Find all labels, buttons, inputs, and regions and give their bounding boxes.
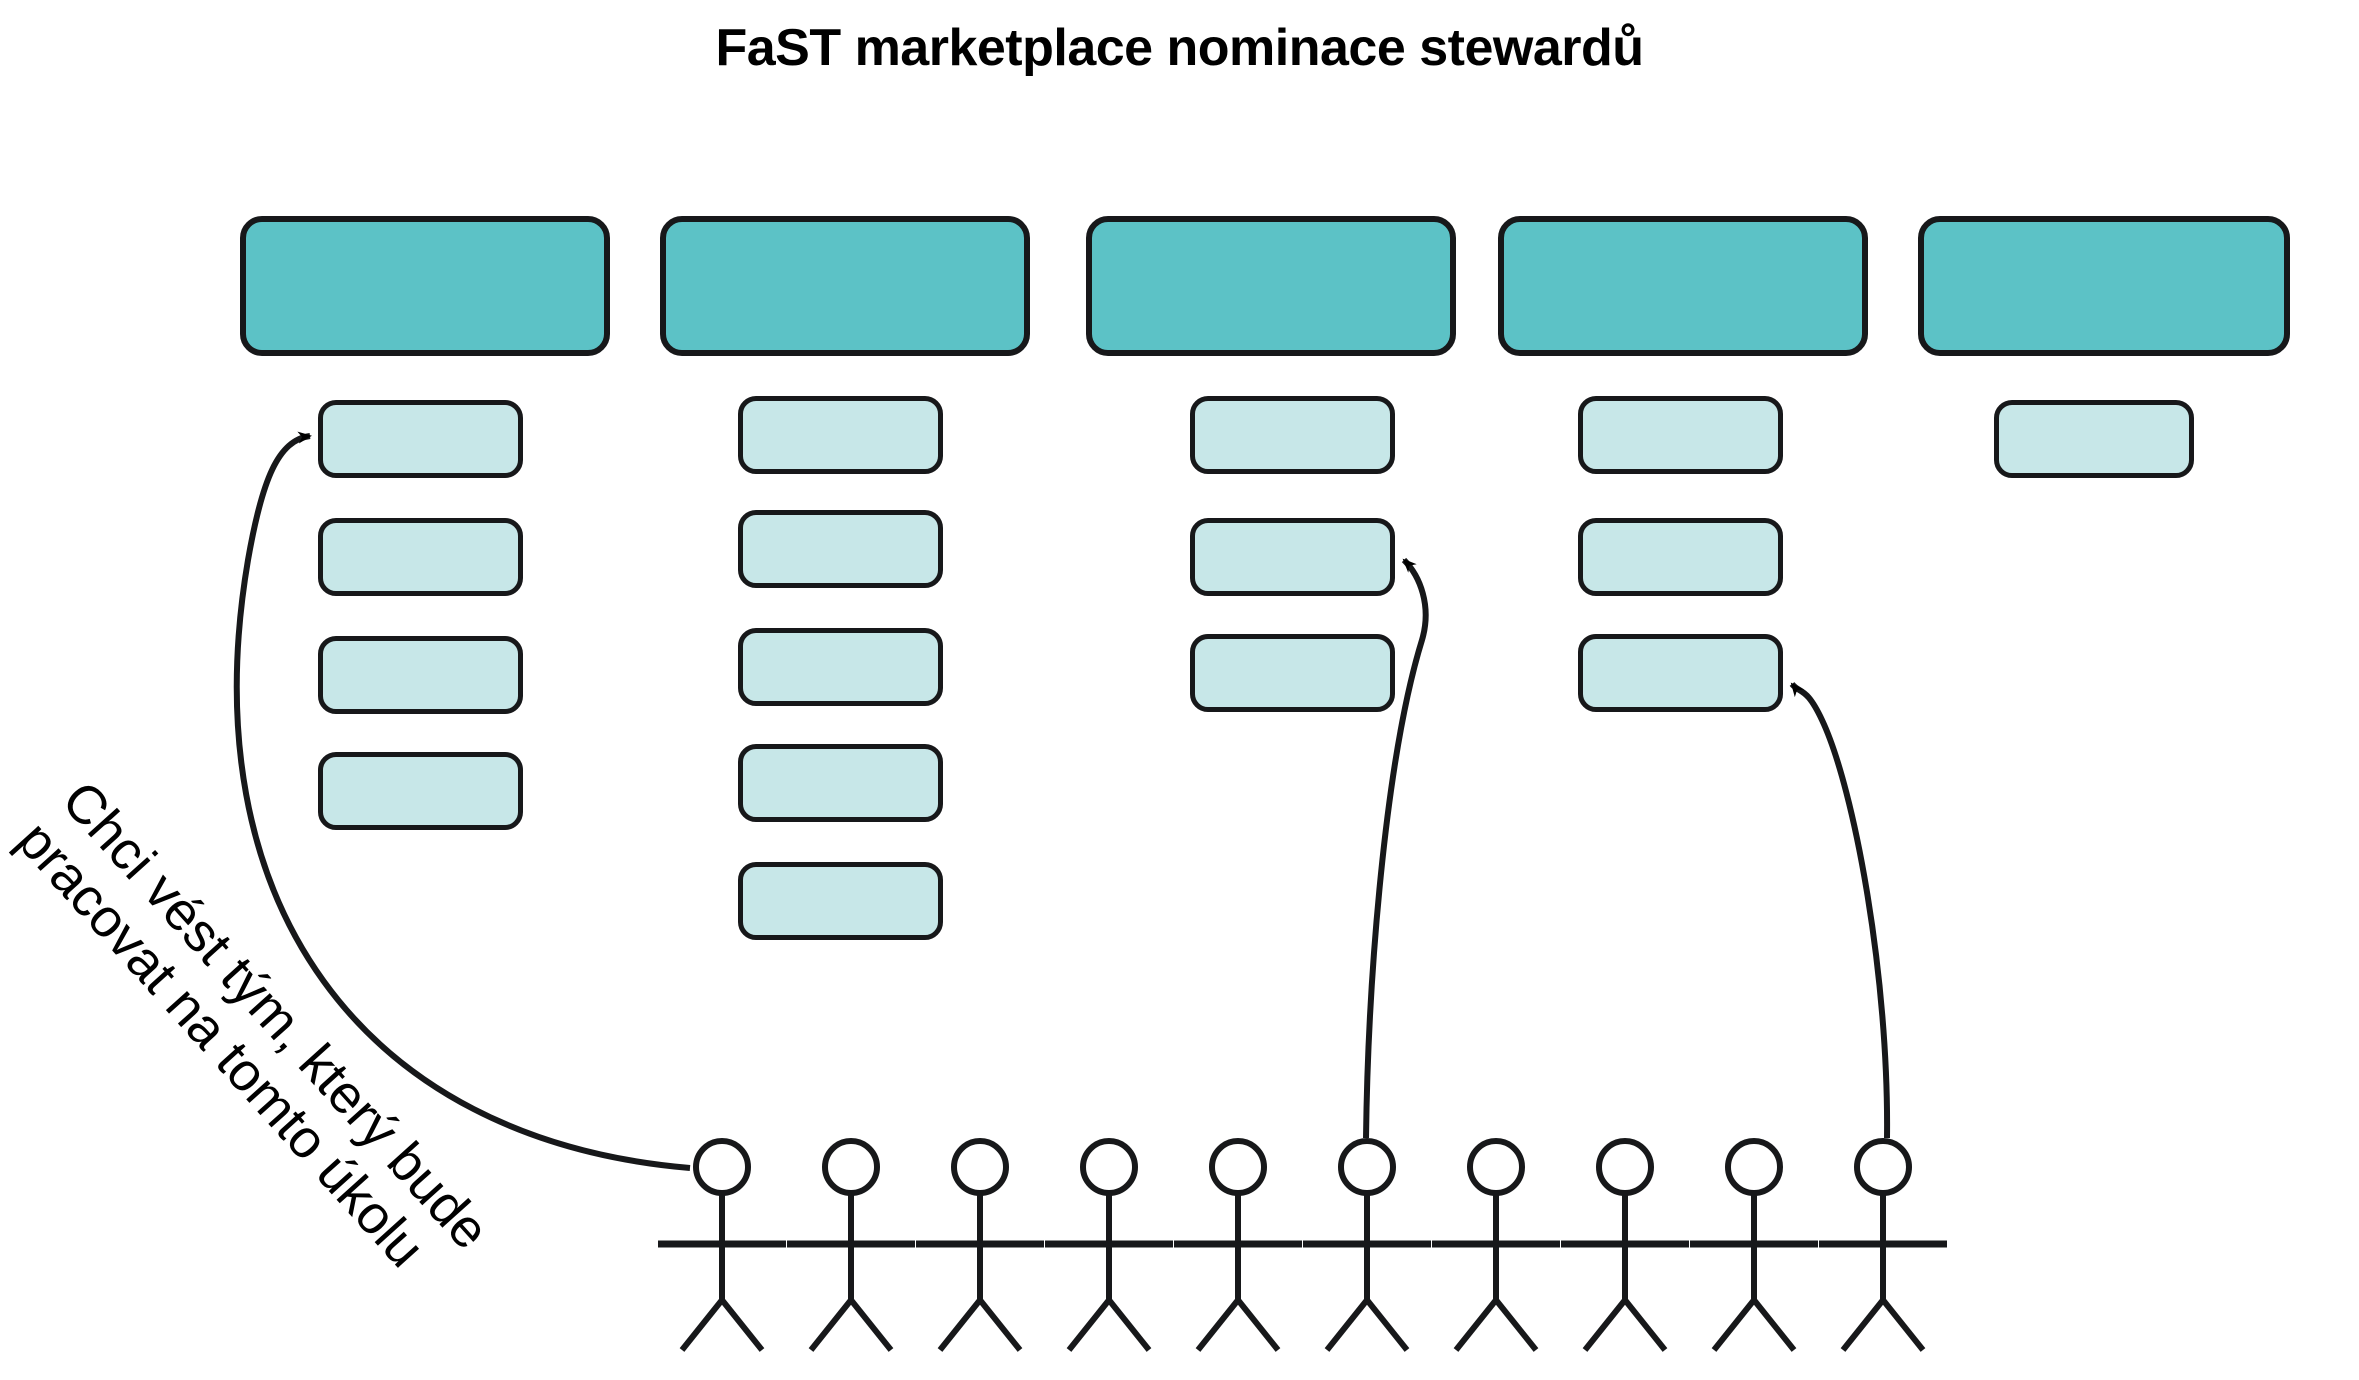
column-2-card-5[interactable]	[738, 862, 943, 940]
connector-person10-to-col4-card3	[1789, 681, 1891, 1139]
column-4-card-3[interactable]	[1578, 634, 1783, 712]
person-head-icon	[1854, 1138, 1912, 1196]
person-figure[interactable]	[1561, 1138, 1689, 1352]
column-4-card-1[interactable]	[1578, 396, 1783, 474]
person-head-icon	[1467, 1138, 1525, 1196]
people-row	[658, 1138, 1947, 1352]
person-figure[interactable]	[1690, 1138, 1818, 1352]
person-leg	[848, 1298, 894, 1352]
column-2-card-3[interactable]	[738, 628, 943, 706]
person-leg	[1582, 1298, 1628, 1352]
person-leg	[1493, 1298, 1539, 1352]
person-head-icon	[1080, 1138, 1138, 1196]
person-figure[interactable]	[1432, 1138, 1560, 1352]
column-header-4[interactable]	[1498, 216, 1868, 356]
person-head-icon	[1725, 1138, 1783, 1196]
column-3-card-2[interactable]	[1190, 518, 1395, 596]
page-title: FaST marketplace nominace stewardů	[715, 19, 1644, 77]
person-figure[interactable]	[658, 1138, 786, 1352]
person-leg	[1711, 1298, 1757, 1352]
column-header-3[interactable]	[1086, 216, 1456, 356]
column-3-card-3[interactable]	[1190, 634, 1395, 712]
column-5-card-1[interactable]	[1994, 400, 2194, 478]
person-leg	[1880, 1298, 1926, 1352]
column-1-card-3[interactable]	[318, 636, 523, 714]
person-head-icon	[822, 1138, 880, 1196]
person-leg	[937, 1298, 983, 1352]
column-header-2[interactable]	[660, 216, 1030, 356]
person-figure[interactable]	[787, 1138, 915, 1352]
person-head-icon	[1338, 1138, 1396, 1196]
column-2-card-4[interactable]	[738, 744, 943, 822]
column-4-card-2[interactable]	[1578, 518, 1783, 596]
person-head-icon	[1209, 1138, 1267, 1196]
column-3-card-1[interactable]	[1190, 396, 1395, 474]
person-leg	[1840, 1298, 1886, 1352]
person-leg	[808, 1298, 854, 1352]
person-leg	[1751, 1298, 1797, 1352]
person-head-icon	[693, 1138, 751, 1196]
column-1-card-1[interactable]	[318, 400, 523, 478]
person-leg	[719, 1298, 765, 1352]
person-figure[interactable]	[1174, 1138, 1302, 1352]
person-leg	[1622, 1298, 1668, 1352]
person-leg	[1364, 1298, 1410, 1352]
person-figure[interactable]	[1045, 1138, 1173, 1352]
person-figure[interactable]	[1303, 1138, 1431, 1352]
person-figure[interactable]	[916, 1138, 1044, 1352]
person-leg	[1066, 1298, 1112, 1352]
column-header-1[interactable]	[240, 216, 610, 356]
person-leg	[977, 1298, 1023, 1352]
person-figure[interactable]	[1819, 1138, 1947, 1352]
column-header-5[interactable]	[1918, 216, 2290, 356]
column-2-card-1[interactable]	[738, 396, 943, 474]
person-leg	[1235, 1298, 1281, 1352]
annotation-callout: Chci vést tým, který bude pracovat na to…	[5, 770, 501, 1301]
column-1-card-4[interactable]	[318, 752, 523, 830]
annotation-line-1: Chci vést tým, který bude	[50, 770, 501, 1261]
person-head-icon	[951, 1138, 1009, 1196]
person-head-icon	[1596, 1138, 1654, 1196]
person-leg	[679, 1298, 725, 1352]
person-leg	[1324, 1298, 1370, 1352]
column-2-card-2[interactable]	[738, 510, 943, 588]
column-1-card-2[interactable]	[318, 518, 523, 596]
person-leg	[1106, 1298, 1152, 1352]
person-leg	[1195, 1298, 1241, 1352]
annotation-line-2: pracovat na tomto úkolu	[5, 810, 436, 1279]
person-leg	[1453, 1298, 1499, 1352]
